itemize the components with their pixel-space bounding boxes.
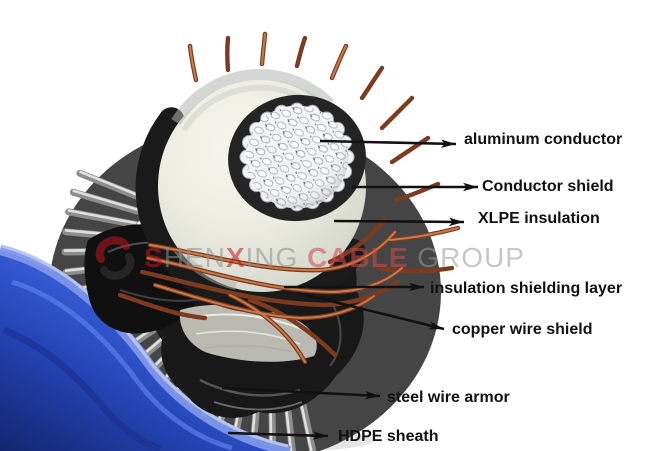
label-steel-wire-armor: steel wire armor <box>387 389 510 406</box>
label-aluminum-conductor: aluminum conductor <box>464 131 623 148</box>
label-copper-wire-shield: copper wire shield <box>452 321 593 338</box>
label-insulation-shielding-layer: insulation shielding layer <box>430 280 623 297</box>
arrow-copper-wire-shield <box>297 291 445 331</box>
label-conductor-shield: Conductor shield <box>482 178 614 195</box>
label-xlpe-insulation: XLPE insulation <box>478 210 600 227</box>
copper-wire-shield-layer <box>117 31 461 365</box>
label-hdpe-sheath: HDPE sheath <box>338 428 439 445</box>
aluminum-conductor-face <box>239 102 355 212</box>
arrow-hdpe-sheath <box>227 431 329 440</box>
arrow-aluminum-conductor <box>319 139 457 148</box>
arrow-steel-wire-armor <box>221 386 381 400</box>
arrow-xlpe-insulation <box>333 217 465 227</box>
